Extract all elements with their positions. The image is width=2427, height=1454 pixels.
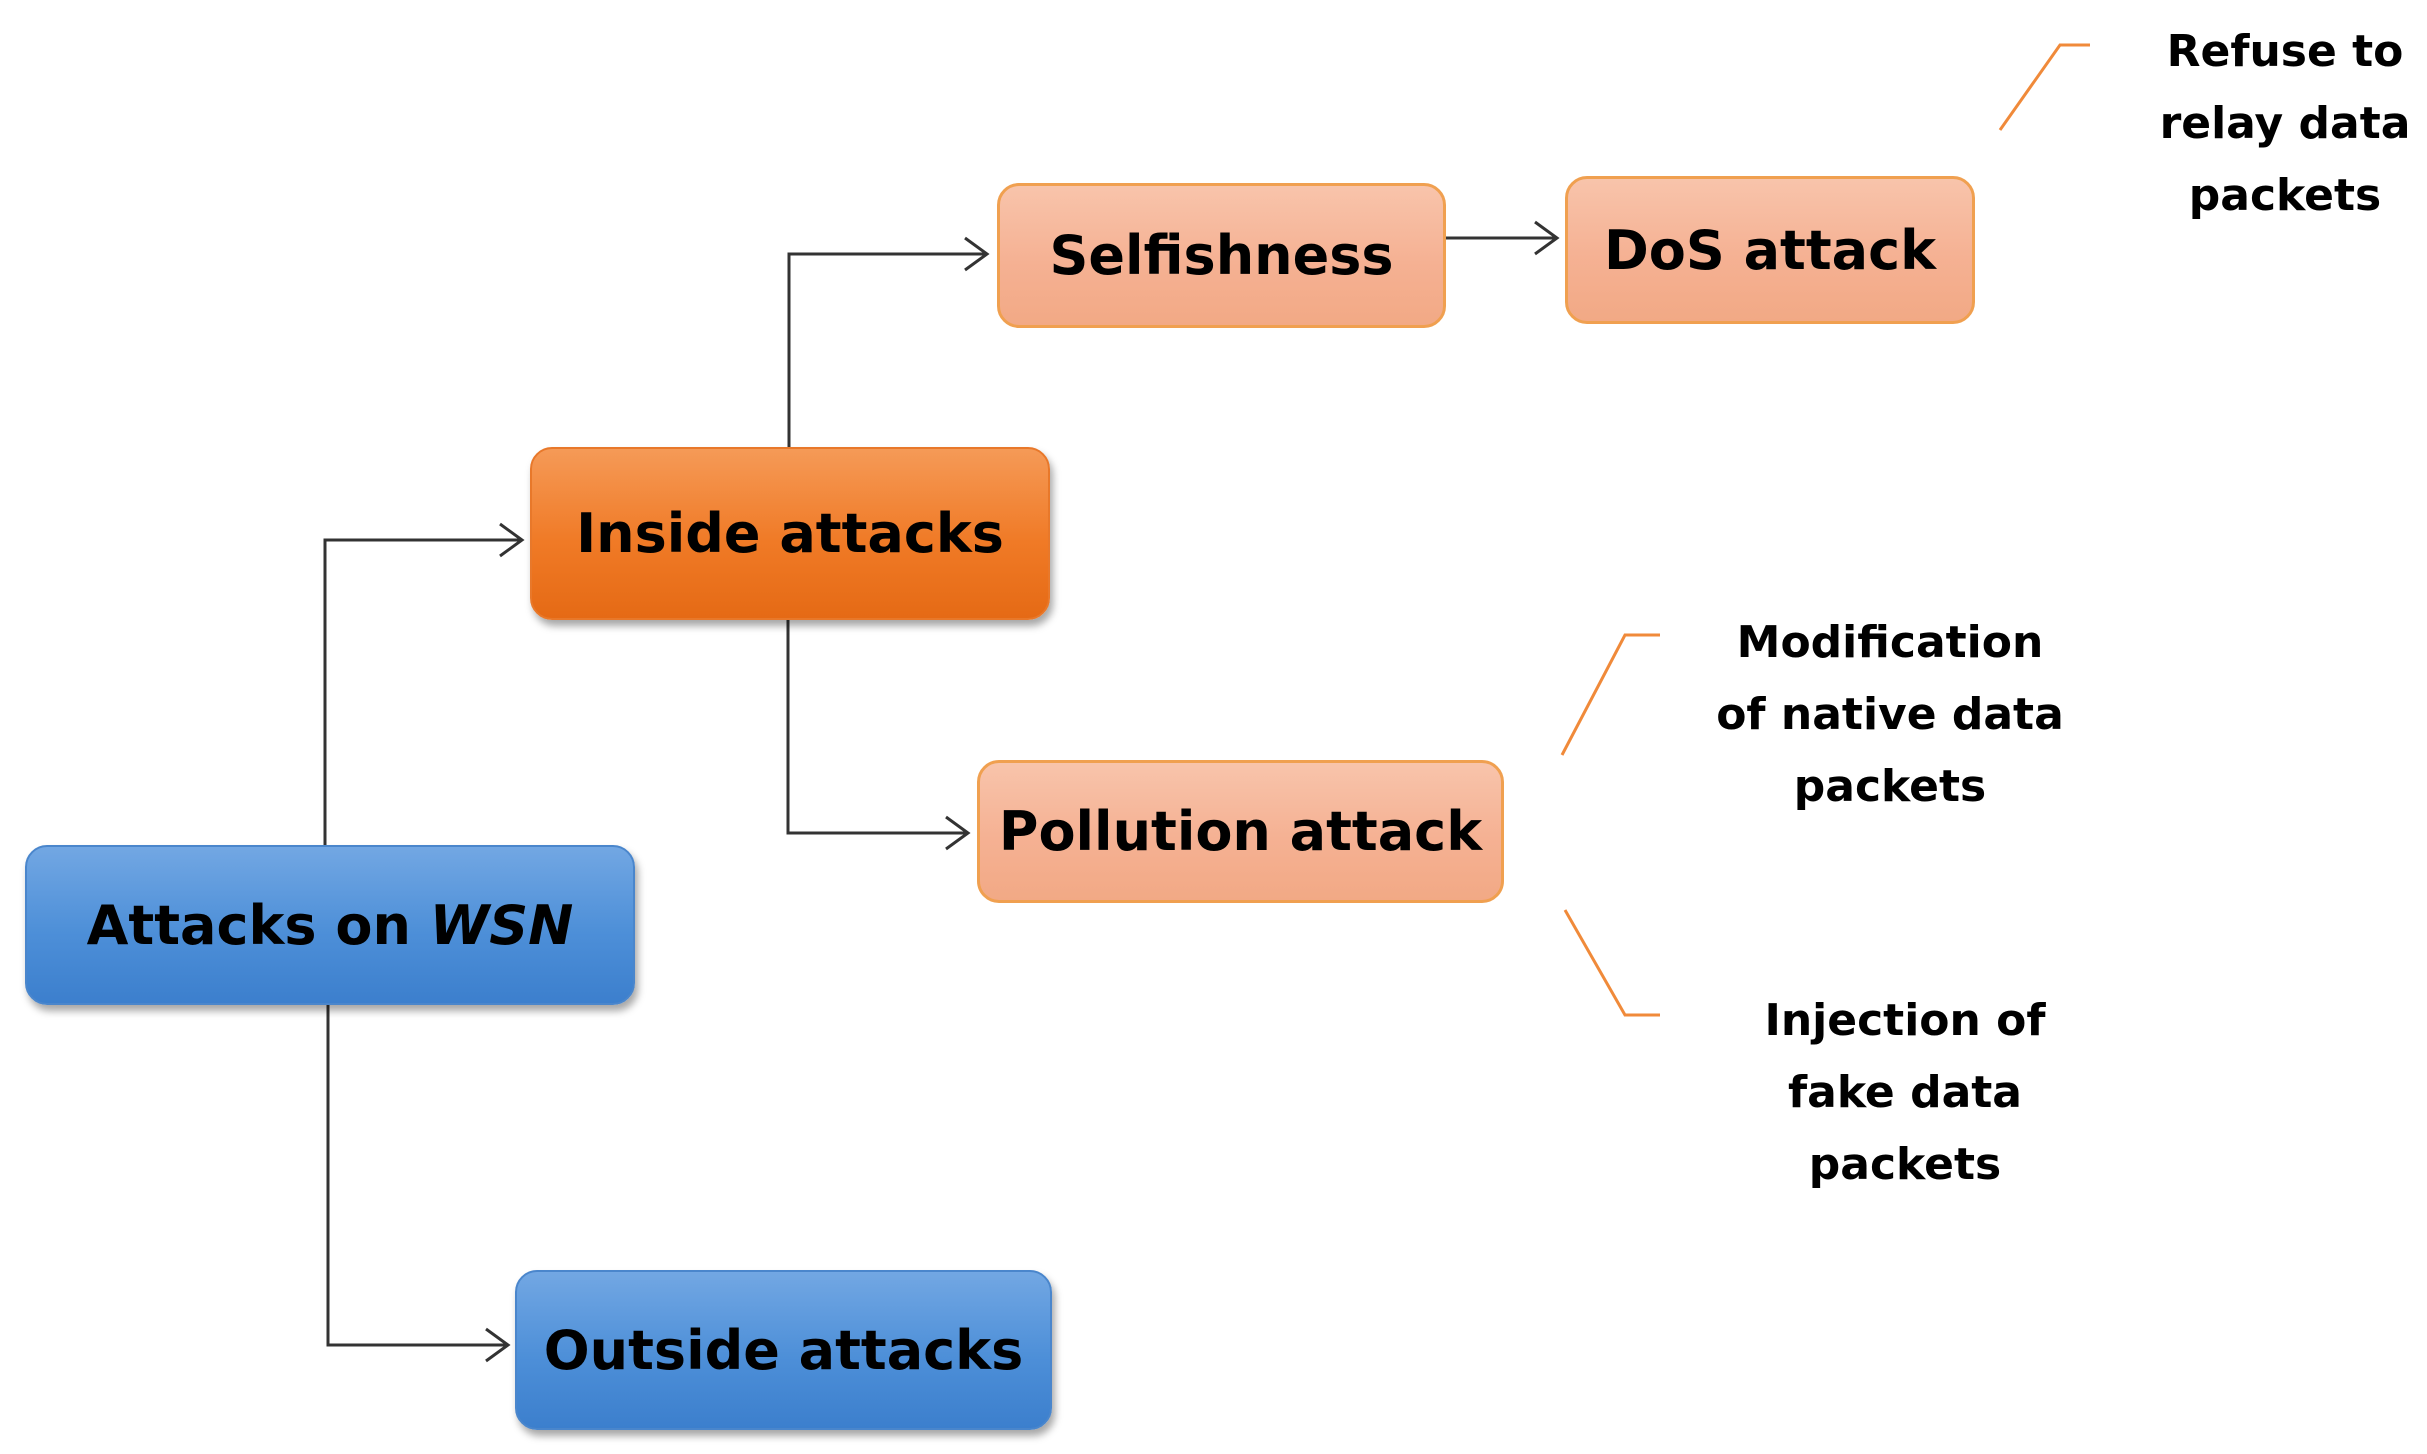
note-refuse-to-relay: Refuse to relay data packets [2140, 16, 2427, 232]
note-modification: Modification of native data packets [1690, 607, 2090, 823]
arrowhead-inside [499, 522, 525, 558]
node-attacks-on-wsn-label: Attacks on WSN [87, 894, 574, 957]
note-modification-line-1: Modification [1736, 617, 2044, 668]
arrowhead-pollution [945, 815, 971, 851]
note-modification-line-2: of native data [1716, 689, 2064, 740]
note-injection-line-1: Injection of [1764, 995, 2046, 1046]
connector-inside-pollution [786, 620, 968, 835]
note-refuse-line-2: relay data [2159, 98, 2411, 149]
node-pollution-attack[interactable]: Pollution attack [977, 760, 1504, 903]
note-refuse-line-1: Refuse to [2166, 26, 2404, 77]
node-inside-attacks[interactable]: Inside attacks [530, 447, 1050, 620]
node-dos-attack-label: DoS attack [1603, 218, 1937, 282]
note-injection-line-2: fake data [1788, 1067, 2022, 1118]
connector-root-inside [323, 538, 522, 845]
note-injection: Injection of fake data packets [1720, 985, 2090, 1201]
annotation-line-injection [1563, 909, 1660, 1017]
note-refuse-line-3: packets [2188, 170, 2382, 221]
node-pollution-attack-label: Pollution attack [998, 800, 1483, 863]
arrowhead-outside [485, 1327, 511, 1363]
node-outside-attacks[interactable]: Outside attacks [515, 1270, 1052, 1430]
connector-inside-selfishness [787, 252, 987, 447]
node-dos-attack[interactable]: DoS attack [1565, 176, 1975, 324]
connector-root-outside [326, 1005, 508, 1347]
node-attacks-on-wsn-text: Attacks on [86, 893, 430, 957]
arrowhead-dos [1534, 220, 1560, 256]
node-outside-attacks-label: Outside attacks [543, 1318, 1024, 1382]
arrowhead-selfishness [964, 236, 990, 272]
annotation-line-refuse [1998, 43, 2090, 131]
annotation-line-modification [1560, 633, 1660, 756]
note-injection-line-3: packets [1808, 1139, 2002, 1190]
node-selfishness-label: Selfishness [1049, 224, 1394, 287]
node-attacks-on-wsn-emphasis: WSN [429, 893, 574, 957]
node-selfishness[interactable]: Selfishness [997, 183, 1446, 328]
note-modification-line-3: packets [1793, 761, 1987, 812]
node-inside-attacks-label: Inside attacks [576, 502, 1004, 565]
node-attacks-on-wsn[interactable]: Attacks on WSN [25, 845, 635, 1005]
